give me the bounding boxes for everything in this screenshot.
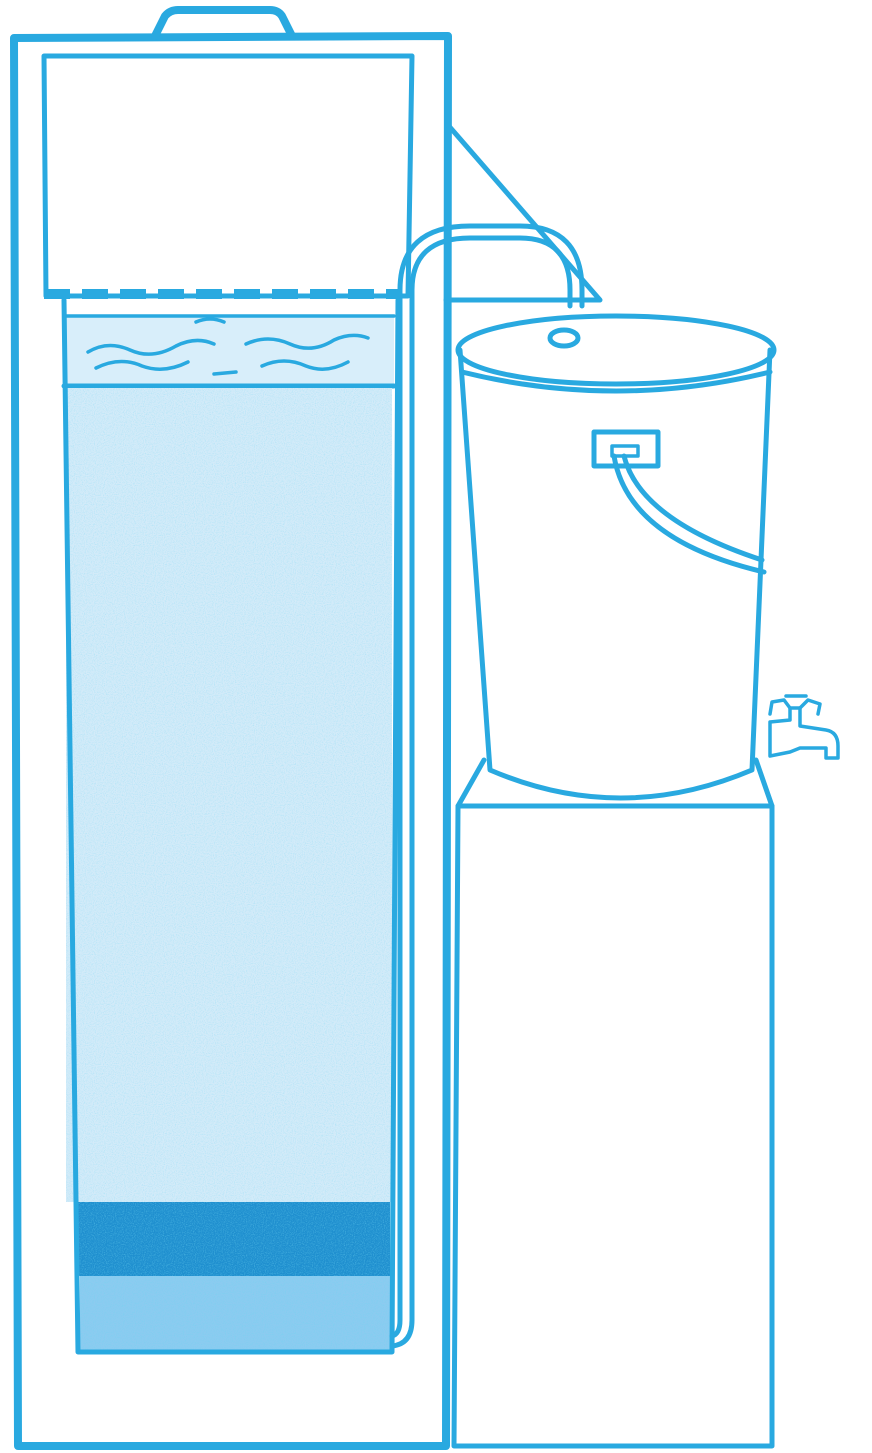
bucket-rim — [459, 369, 773, 394]
bucket-lid — [455, 313, 777, 387]
stand-top — [455, 757, 775, 809]
filter-column — [61, 297, 401, 1355]
outlet-pipe — [389, 223, 585, 1349]
bucket-handle-icon — [591, 429, 767, 575]
collection-bucket — [455, 313, 777, 801]
faucet-icon — [768, 694, 840, 760]
filter-housing — [10, 32, 603, 1450]
water-waves — [86, 317, 370, 376]
housing-shoulder — [443, 59, 603, 303]
diffuser-basin — [41, 53, 415, 299]
bucket-body — [457, 347, 773, 801]
pipe-outer — [389, 235, 573, 1349]
stand-body — [451, 803, 775, 1449]
housing-outline — [10, 32, 452, 1450]
lid-handle-icon — [151, 6, 296, 40]
lid-inlet-hole — [547, 327, 581, 349]
filter-lid — [41, 6, 415, 299]
standing-water-layer — [64, 316, 394, 386]
bucket-stand — [451, 757, 775, 1449]
column-walls — [61, 297, 401, 1355]
pipe-inner — [389, 223, 585, 1339]
